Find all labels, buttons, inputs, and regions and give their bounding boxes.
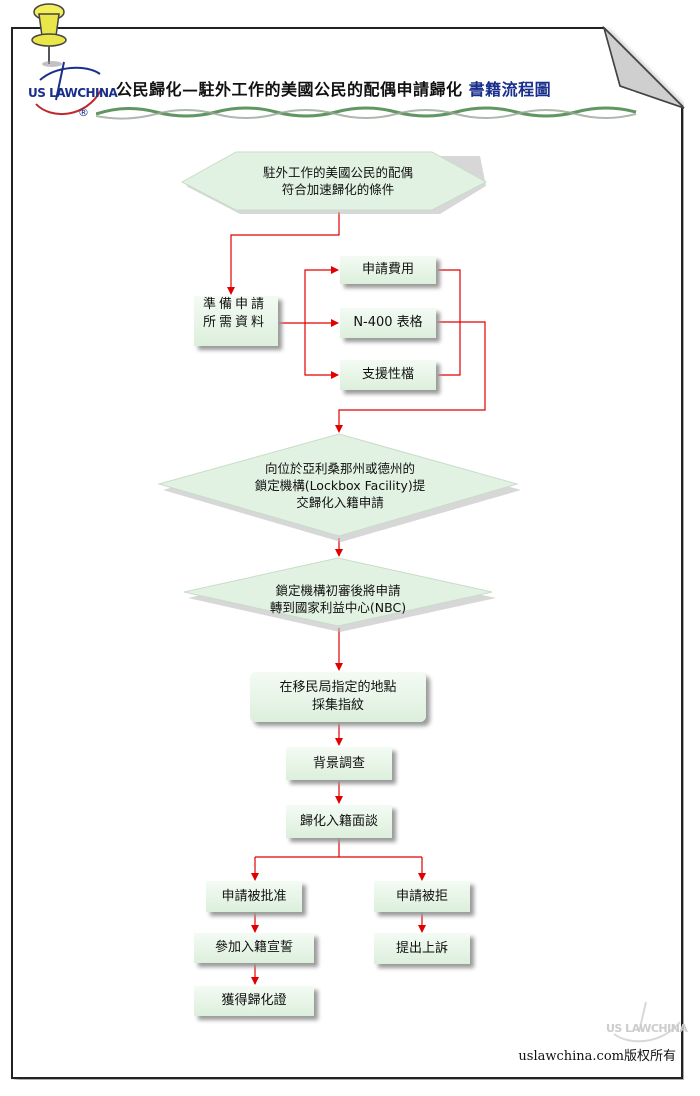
fingerprint-line-2: 採集指紋 xyxy=(311,698,364,713)
prepare-line-2: 所需資料 xyxy=(203,315,268,330)
appeal-node: 提出上訴 xyxy=(374,933,470,964)
transfer-shape xyxy=(183,557,496,632)
background-node: 背景調查 xyxy=(286,747,392,780)
prepare-node: 準備申請 所需資料 xyxy=(194,296,278,346)
submit-node: 向位於亞利桑那州或德州的 鎖定機構(Lockbox Facility)提 交歸化… xyxy=(220,460,460,511)
denied-node: 申請被拒 xyxy=(374,881,470,912)
folded-corner-icon xyxy=(602,25,685,109)
logo-text: US LAWCHINA xyxy=(28,86,118,100)
eligibility-shape xyxy=(180,151,488,214)
transfer-line-1: 鎖定機構初審後將申請 xyxy=(275,583,401,598)
page-title: 公民歸化—駐外工作的美國公民的配偶申請歸化 書籍流程圖 xyxy=(116,76,551,100)
registered-mark: ® xyxy=(78,106,89,119)
approved-node: 申請被批准 xyxy=(206,881,302,912)
watermark-logo: US LAWCHINA xyxy=(606,1000,688,1046)
prepare-line-1: 準備申請 xyxy=(203,297,268,312)
eligibility-line-2: 符合加速歸化的條件 xyxy=(281,182,395,197)
pushpin-icon xyxy=(31,3,67,67)
fingerprint-node: 在移民局指定的地點 採集指紋 xyxy=(250,672,426,722)
supporting-node: 支援性檔 xyxy=(340,360,436,390)
transfer-node: 鎖定機構初審後將申請 轉到國家利益中心(NBC) xyxy=(228,582,448,616)
submit-shape xyxy=(157,433,521,542)
submit-line-2: 鎖定機構(Lockbox Facility)提 xyxy=(254,478,426,493)
copyright-text: uslawchina.com版权所有 xyxy=(518,1049,676,1064)
submit-line-3: 交歸化入籍申請 xyxy=(296,495,384,510)
interview-node: 歸化入籍面談 xyxy=(286,805,392,838)
title-underline-decoration xyxy=(96,106,637,120)
certificate-node: 獲得歸化證 xyxy=(194,986,314,1016)
transfer-line-2: 轉到國家利益中心(NBC) xyxy=(269,600,407,615)
title-accent: 書籍流程圖 xyxy=(468,80,552,99)
eligibility-line-1: 駐外工作的美國公民的配偶 xyxy=(262,165,413,180)
fee-node: 申請費用 xyxy=(340,256,436,284)
submit-line-1: 向位於亞利桑那州或德州的 xyxy=(264,461,415,476)
watermark-text: US LAWCHINA xyxy=(606,1022,688,1035)
fingerprint-line-1: 在移民局指定的地點 xyxy=(279,680,397,695)
logo-swoosh-icon xyxy=(35,61,102,116)
logo: US LAWCHINA ® xyxy=(26,60,118,122)
form-node: N-400 表格 xyxy=(340,308,436,338)
page-frame xyxy=(11,27,683,1079)
eligibility-node: 駐外工作的美國公民的配偶 符合加速歸化的條件 xyxy=(208,164,468,198)
title-main: 公民歸化—駐外工作的美國公民的配偶申請歸化 xyxy=(116,80,463,99)
watermark-swoosh-icon xyxy=(613,1001,681,1043)
oath-node: 參加入籍宣誓 xyxy=(194,933,314,963)
